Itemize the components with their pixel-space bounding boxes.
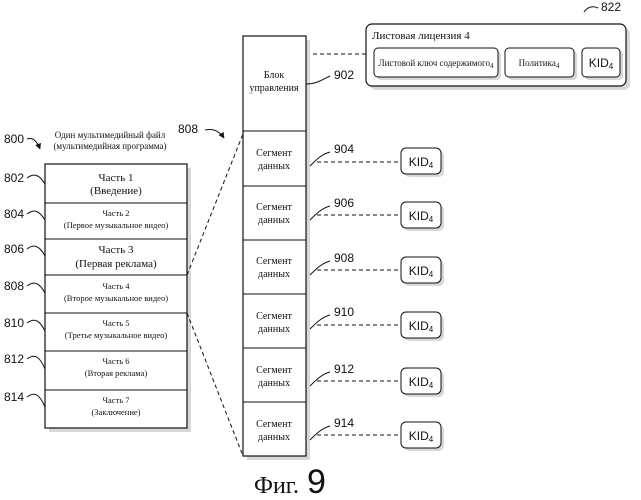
segment-904-annotation: 904 KID4 [310,142,444,177]
part-title: Часть 3 [99,244,134,256]
ref-822: 822 [601,0,621,14]
segment-line1: Сегмент [256,419,292,430]
ref-812: 812 [4,352,24,366]
expand-line-top [187,134,243,275]
file-title-line2: (мультимедийная программа) [53,141,166,151]
license-title: Листовая лицензия 4 [372,30,470,42]
part-title: Часть 2 [102,208,129,218]
ref-910: 910 [334,305,354,319]
ref-912: 912 [334,362,354,376]
segment-line1: Сегмент [256,148,292,159]
segment-line2: данных [258,432,290,443]
stream-column: Блок управления Сегмент данных Сегмент д… [243,36,310,460]
leader-822 [584,7,598,12]
segment-912-annotation: 912 KID4 [310,362,444,397]
ref-808-stream: 808 [178,122,198,136]
ref-806: 806 [4,242,24,256]
ref-908: 908 [334,251,354,265]
ref-902: 902 [334,68,354,82]
ref-800: 800 [4,132,24,146]
part-desc: (Введение) [90,185,142,197]
segment-914-annotation: 914 KID4 [310,416,444,451]
part-desc: (Второе музыкальное видео) [64,293,168,303]
leader-800 [27,138,40,149]
segment-line1: Сегмент [256,365,292,376]
part-refs: 802 804 806 808 810 812 814 [4,171,45,407]
ref-802: 802 [4,171,24,185]
part-desc: (Заключение) [91,407,140,417]
ref-810: 810 [4,316,24,330]
segment-line1: Сегмент [256,256,292,267]
ref-808-part: 808 [4,279,24,293]
license-box: Листовая лицензия 4 Листовой ключ содерж… [366,24,630,90]
segment-line2: данных [258,269,290,280]
ref-904: 904 [334,142,354,156]
part-title: Часть 4 [102,281,130,291]
segment-line2: данных [258,378,290,389]
file-title-line1: Один мультимедийный файл [55,130,166,140]
file-column: Часть 1 (Введение) Часть 2 (Первое музык… [45,164,191,432]
segment-line2: данных [258,161,290,172]
part-desc: (Третье музыкальное видео) [65,330,168,340]
control-block-line2: управления [249,83,299,94]
expand-line-bottom [187,313,243,456]
segment-line2: данных [258,324,290,335]
part-title: Часть 1 [99,172,134,184]
ref-804: 804 [4,207,24,221]
ref-814: 814 [4,390,24,404]
segment-line2: данных [258,215,290,226]
ref-914: 914 [334,416,354,430]
figure-caption: Фиг.9 [254,463,326,500]
part-desc: (Первое музыкальное видео) [64,220,169,230]
segment-908-annotation: 908 KID4 [310,251,444,286]
part-desc: (Вторая реклама) [85,368,148,378]
segment-line1: Сегмент [256,311,292,322]
part-title: Часть 7 [102,395,129,405]
ref-906: 906 [334,196,354,210]
segment-910-annotation: 910 KID4 [310,305,444,341]
segment-line1: Сегмент [256,202,292,213]
part-title: Часть 6 [102,356,129,366]
control-block-line1: Блок [264,70,285,81]
part-title: Часть 5 [102,318,129,328]
segment-906-annotation: 906 KID4 [310,196,444,231]
leader-808 [205,129,224,138]
part-desc: (Первая реклама) [75,258,157,270]
